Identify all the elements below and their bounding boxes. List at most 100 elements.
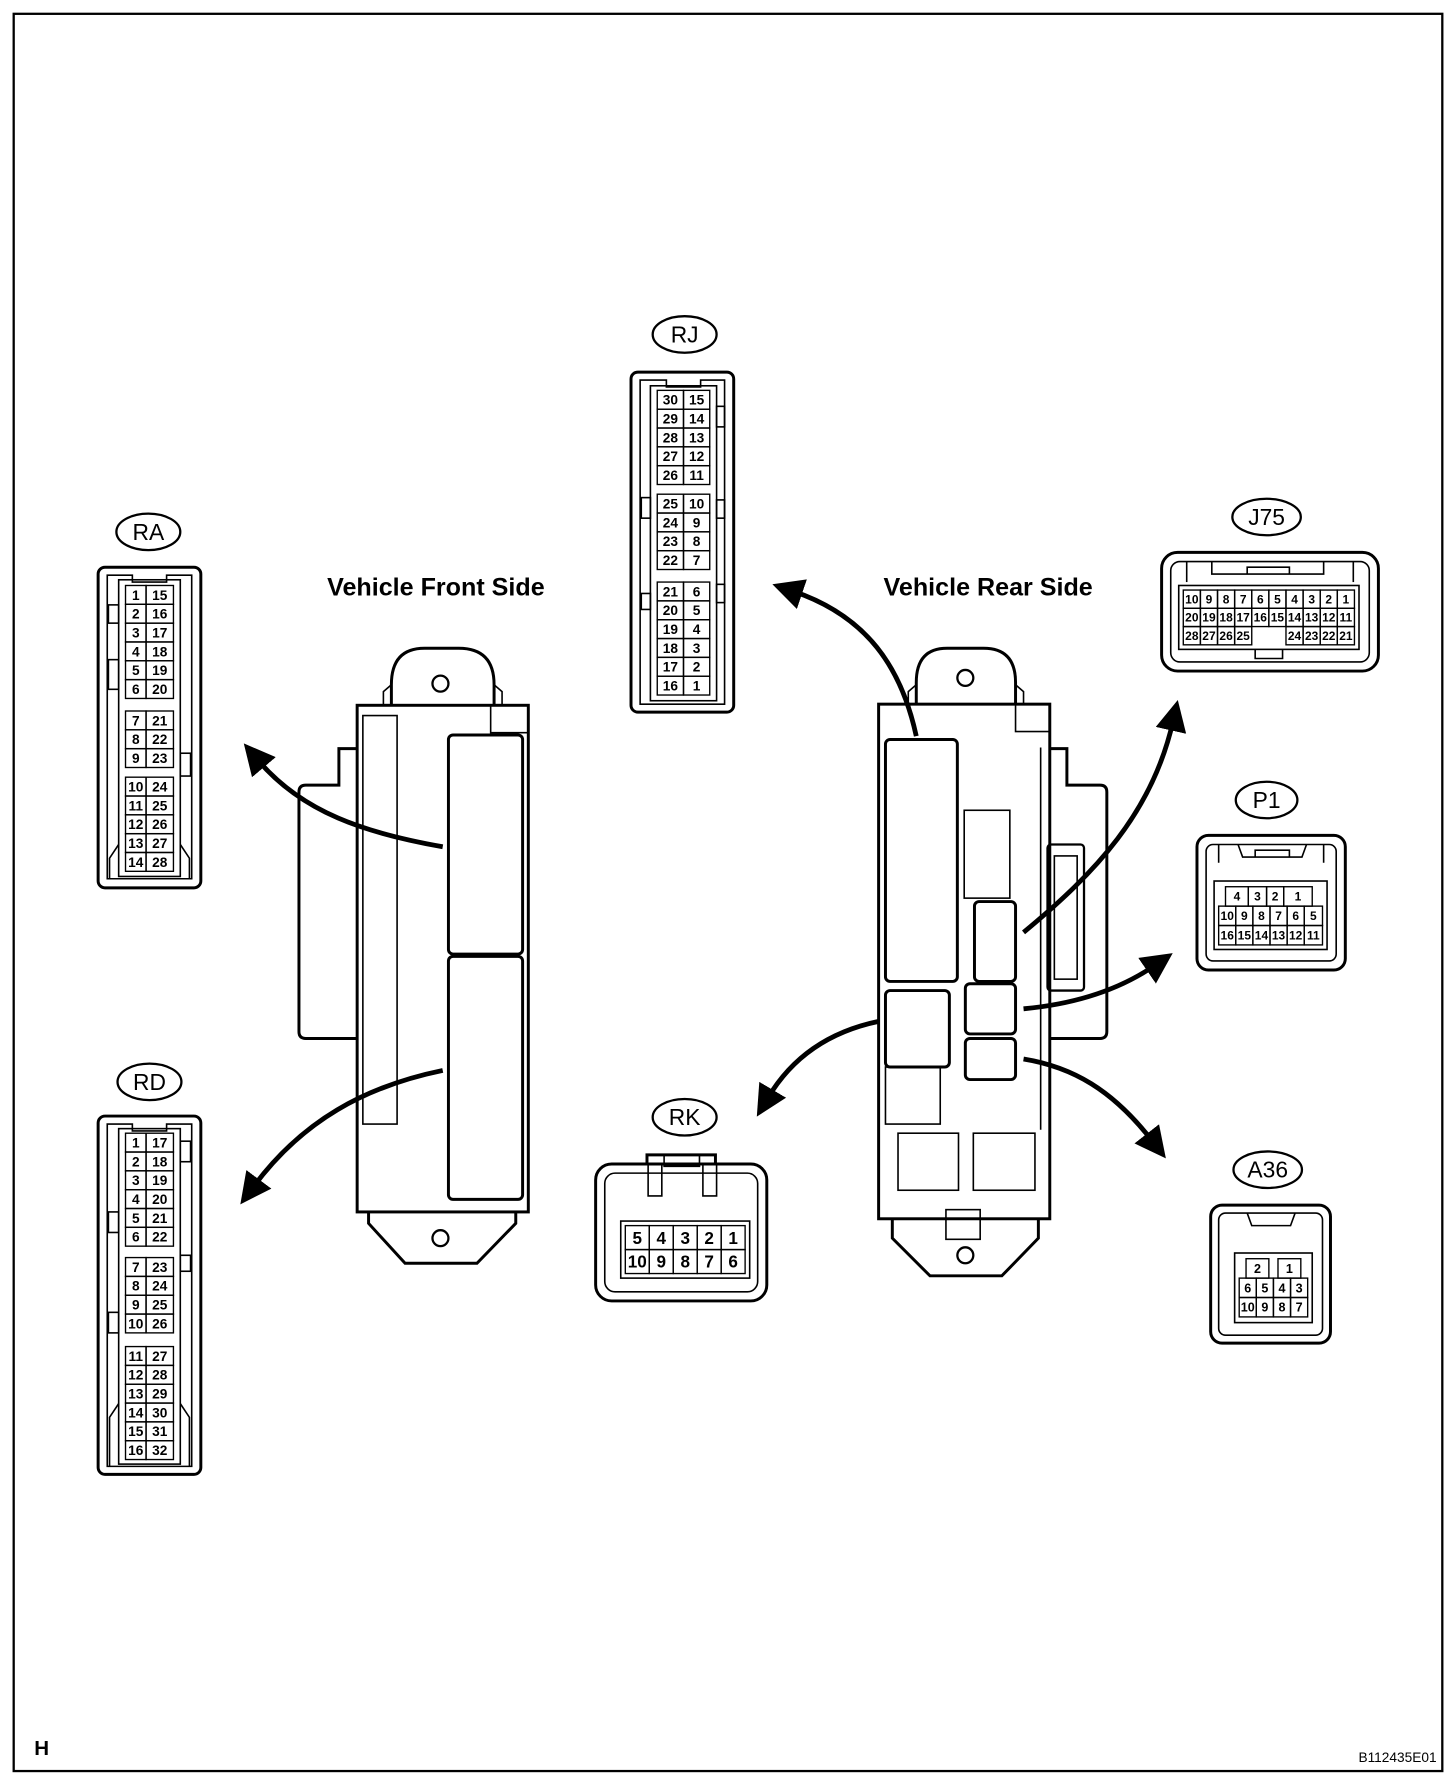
housing-key: [107, 1311, 120, 1334]
pin-number: 27: [1202, 629, 1216, 643]
front-unit-top-right-block: [489, 704, 530, 734]
pin-number: 27: [152, 1349, 168, 1364]
pin-number: 5: [1274, 592, 1281, 606]
pin-number: 31: [152, 1424, 168, 1439]
pin-number: 8: [132, 1279, 140, 1294]
pin-number: 11: [689, 468, 704, 483]
housing-key: [715, 499, 726, 519]
pin-number: 18: [152, 644, 168, 659]
pin-number: 10: [1241, 1301, 1255, 1315]
connector-label-oval: [116, 1062, 183, 1102]
pin-number: 7: [704, 1253, 714, 1272]
pin-number: 11: [1307, 929, 1320, 943]
pin-number: 6: [1292, 909, 1299, 923]
pin-number: 20: [152, 1192, 168, 1207]
pin-number: 10: [1221, 909, 1235, 923]
pin-number: 23: [1305, 629, 1319, 643]
pin-number: 2: [132, 607, 140, 622]
connector-bottom-notch: [1254, 649, 1284, 660]
pin-number: 4: [1278, 1281, 1285, 1295]
pin-number: 14: [1255, 929, 1269, 943]
pin-number: 3: [132, 1173, 140, 1188]
pin-number: 3: [1308, 592, 1315, 606]
arrow-to-rd: [240, 1068, 444, 1205]
pin-number: 5: [633, 1229, 643, 1248]
housing-bevel: [108, 1403, 120, 1467]
pin-cavity: [1336, 625, 1356, 646]
pin-number: 1: [1295, 890, 1302, 904]
front-unit: [297, 646, 530, 1265]
housing-key: [107, 1211, 120, 1234]
pin-number: 5: [1310, 909, 1317, 923]
pin-number: 26: [663, 468, 679, 483]
pin-number: 6: [132, 682, 140, 697]
pin-number: 1: [132, 1136, 140, 1151]
front-unit-body: [355, 703, 530, 1214]
pin-number: 2: [704, 1229, 714, 1248]
pin-number: 20: [152, 682, 168, 697]
rear-unit-top-right-block: [1014, 703, 1051, 733]
pin-number: 9: [132, 1298, 140, 1313]
pin-number: 17: [1237, 611, 1251, 625]
connector-label-oval: [1231, 497, 1302, 537]
pin-number: 18: [152, 1154, 168, 1169]
pin-number: 1: [693, 679, 701, 694]
housing-key: [107, 658, 120, 691]
housing-key: [107, 604, 120, 624]
pin-number: 13: [1305, 611, 1319, 625]
pin-number: 5: [1261, 1281, 1268, 1295]
pin-number: 15: [1271, 611, 1285, 625]
pin-number: 10: [128, 780, 144, 795]
pin-number: 23: [663, 534, 679, 549]
rear-unit-body: [877, 702, 1052, 1221]
pin-frame: [117, 1127, 182, 1465]
connector-latch-slot-left: [647, 1164, 663, 1197]
pin-frame: [117, 578, 182, 878]
pin-number: 13: [128, 836, 144, 851]
rear-unit-port-j75: [972, 900, 1018, 983]
connector-label-oval: [1234, 780, 1299, 820]
pin-cavity: [145, 1226, 175, 1247]
corner-mark: H: [34, 1737, 49, 1760]
pin-number: 15: [689, 393, 705, 408]
connector-housing: [629, 370, 736, 714]
connector-lock-tab: [1254, 849, 1291, 858]
arrow-to-rk: [756, 1019, 880, 1117]
connector-label-oval: [651, 315, 718, 354]
connector-housing: [1160, 550, 1380, 673]
pin-number: 16: [128, 1443, 144, 1458]
pin-number: 28: [152, 1368, 168, 1383]
connector-inner-outline: [603, 1172, 759, 1293]
pin-number: 9: [132, 751, 140, 766]
pin-number: 1: [1343, 592, 1350, 606]
pin-number: 26: [152, 817, 168, 832]
pin-number: 4: [1291, 592, 1298, 606]
rear-unit-port-rk: [883, 989, 951, 1069]
pin-number: 5: [132, 663, 140, 678]
pin-number: 12: [689, 449, 705, 464]
pin-frame: [649, 384, 718, 702]
pin-number: 3: [1296, 1281, 1303, 1295]
connector-top-housing: [645, 1153, 717, 1165]
pin-number: 12: [128, 1368, 144, 1383]
pin-number: 19: [152, 1173, 168, 1188]
pin-number: 3: [1254, 890, 1261, 904]
pin-number: 2: [1272, 890, 1279, 904]
arrow-to-rj: [772, 579, 919, 737]
pin-number: 2: [693, 660, 701, 675]
pin-number: 24: [663, 515, 679, 530]
front-unit-top-mount-hole: [431, 674, 450, 693]
pin-number: 5: [693, 603, 701, 618]
connector-label-oval: [1232, 1150, 1304, 1190]
pin-number: 9: [656, 1253, 666, 1272]
housing-bevel: [179, 1403, 191, 1467]
pin-number: 21: [663, 584, 679, 599]
housing-key: [179, 1254, 192, 1273]
